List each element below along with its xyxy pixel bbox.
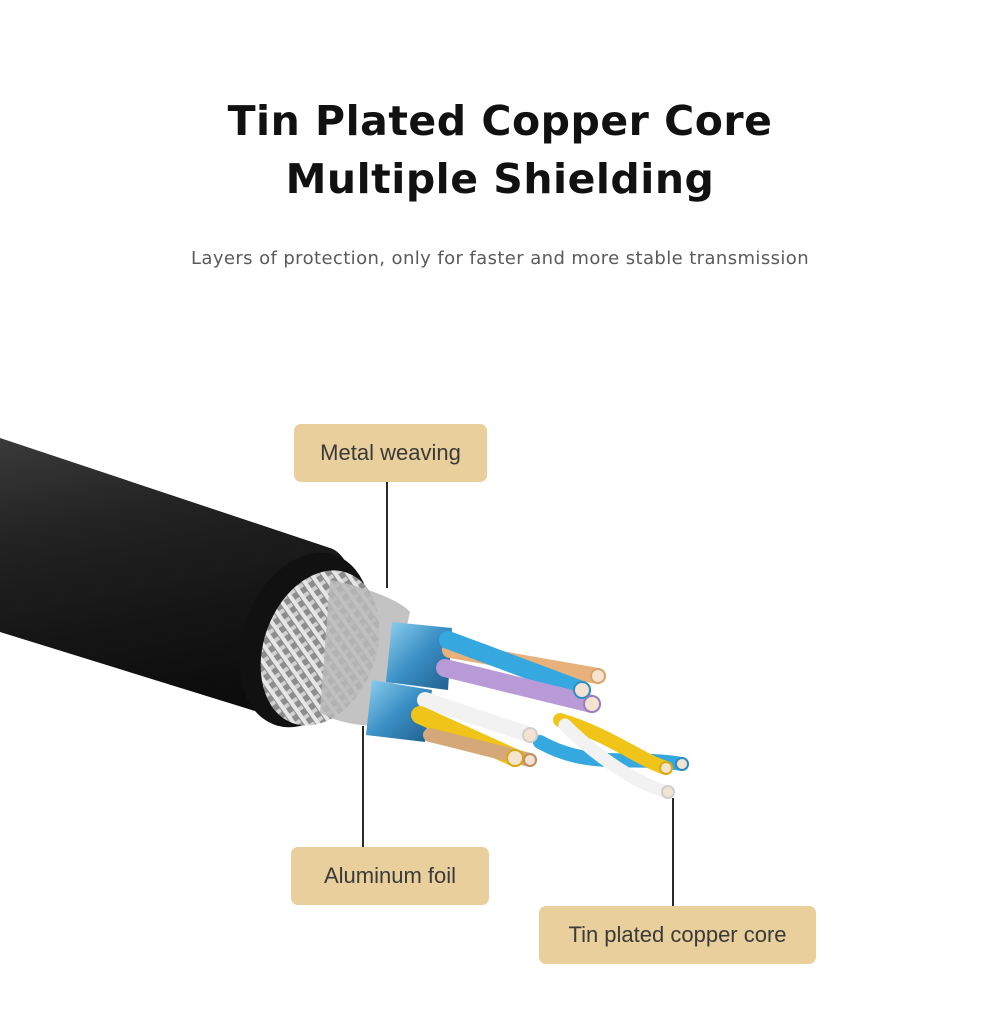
copper-core-wires (411, 631, 689, 799)
headline-line-1: Tin Plated Copper Core (227, 97, 773, 145)
subtitle: Layers of protection, only for faster an… (190, 248, 810, 269)
copper-core-leader-line (672, 798, 674, 906)
copper-core-label: Tin plated copper core (568, 922, 787, 947)
metal-weaving-callout: Metal weaving (294, 424, 487, 482)
aluminum-foil-callout: Aluminum foil (291, 847, 489, 905)
aluminum-foil-layer (366, 622, 452, 742)
aluminum-foil-label: Aluminum foil (323, 863, 457, 888)
metal-weaving-label: Metal weaving (320, 440, 461, 465)
metal-weaving-leader-line (386, 482, 388, 588)
headline-line-2: Multiple Shielding (285, 155, 715, 203)
aluminum-foil-leader-line (362, 726, 364, 847)
copper-core-callout: Tin plated copper core (539, 906, 816, 964)
